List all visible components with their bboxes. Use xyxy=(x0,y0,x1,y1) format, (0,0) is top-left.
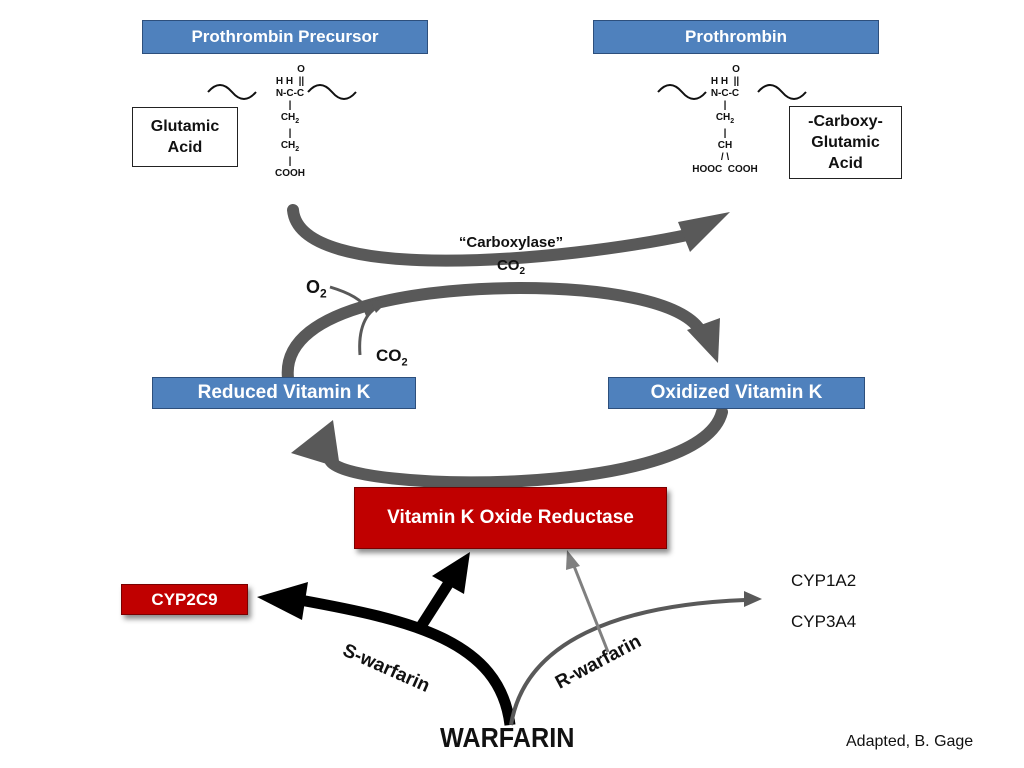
gla-ch2: CH2 xyxy=(683,112,767,128)
credit-label: Adapted, B. Gage xyxy=(846,733,974,750)
gla-bond-1: | xyxy=(723,100,727,111)
oxidized-vitamin-k-box: Oxidized Vitamin K xyxy=(608,377,865,409)
co2-mid-base: CO xyxy=(376,346,402,365)
glutamate-ch2-2-sub: 2 xyxy=(295,146,300,153)
gla-hh-line: H H || xyxy=(710,76,740,87)
chain-wave-right-2 xyxy=(757,84,807,100)
chain-wave-left-1 xyxy=(207,84,257,100)
warfarin-label: WARFARIN xyxy=(440,722,575,753)
prothrombin-label: Prothrombin xyxy=(685,27,787,46)
carboxylase-label: “Carboxylase” xyxy=(458,234,564,251)
vitamin-k-reduction-arrow-shaft xyxy=(324,406,728,489)
co2-top-sub: 2 xyxy=(519,266,526,277)
glutamate-ch2-2-base: CH xyxy=(280,140,296,151)
vitamin-k-reduction-arrowhead xyxy=(291,420,340,468)
r-warfarin-vkor-shaft xyxy=(572,565,610,653)
co2-top-base: CO xyxy=(496,257,520,274)
glutamate-bond-1: | xyxy=(288,100,292,111)
chain-wave-left-2 xyxy=(307,84,357,100)
s-warfarin-arrow-shaft xyxy=(299,594,516,726)
cyp3a4-label: CYP3A4 xyxy=(791,612,857,631)
gla-structure: O H H || N-C-C | CH2 | CH / \ HOOC COOH xyxy=(683,64,767,176)
s-warfarin-vkor-arrowhead xyxy=(432,552,470,594)
reduced-vitamin-k-label: Reduced Vitamin K xyxy=(197,382,371,403)
s-warfarin-arrowhead xyxy=(257,582,308,620)
glutamate-cooh: COOH xyxy=(275,168,305,179)
r-warfarin-arrowhead xyxy=(744,591,762,607)
oxidized-vitamin-k-label: Oxidized Vitamin K xyxy=(650,382,823,403)
glutamate-ch2-1: CH2 xyxy=(252,112,328,128)
vitamin-k-oxidation-arrowhead xyxy=(687,318,720,363)
gla-carbonyl-o: O xyxy=(732,64,740,75)
cyp1a2-label: CYP1A2 xyxy=(791,571,857,590)
co2-mid-label: CO2 xyxy=(376,346,408,368)
vitamin-k-oxidation-arrow-shaft xyxy=(281,281,706,384)
carboxylation-arrowhead xyxy=(678,212,730,252)
glutamic-acid-line-2: Acid xyxy=(167,139,203,156)
o2-sub: 2 xyxy=(320,286,327,301)
o2-base: O xyxy=(306,277,321,297)
prothrombin-precursor-label: Prothrombin Precursor xyxy=(191,27,379,46)
co2-out-arrowhead xyxy=(370,300,388,313)
glutamate-ch2-2: CH2 xyxy=(252,140,328,156)
gla-nc-line: N-C-C xyxy=(710,88,740,99)
cyp2c9-label: CYP2C9 xyxy=(151,589,218,609)
reduced-vitamin-k-box: Reduced Vitamin K xyxy=(152,377,416,409)
glutamate-carbonyl-o: O xyxy=(297,64,305,75)
carboxy-glutamic-acid-line-1: -Carboxy- xyxy=(808,113,883,130)
gla-fork: / \ xyxy=(720,152,730,163)
glutamate-bond-3: | xyxy=(288,156,292,167)
carboxy-glutamic-acid-box: -Carboxy- Glutamic Acid xyxy=(789,106,902,179)
carboxy-glutamic-acid-line-3: Acid xyxy=(828,155,863,172)
gla-ch: CH xyxy=(717,140,733,151)
carboxy-glutamic-acid-line-2: Glutamic xyxy=(811,134,880,151)
gla-hooc-cooh: HOOC COOH xyxy=(692,164,758,175)
gla-ch2-base: CH xyxy=(715,112,731,123)
glutamate-bond-2: | xyxy=(288,128,292,139)
prothrombin-box: Prothrombin xyxy=(593,20,879,54)
co2-mid-sub: 2 xyxy=(401,356,408,369)
glutamate-ch2-1-base: CH xyxy=(280,112,296,123)
prothrombin-precursor-box: Prothrombin Precursor xyxy=(142,20,428,54)
r-warfarin-arrow-shaft xyxy=(509,598,746,726)
gla-bond-2: | xyxy=(723,128,727,139)
vitamin-k-oxide-reductase-box: Vitamin K Oxide Reductase xyxy=(354,487,667,549)
carboxylation-arrow-shaft xyxy=(287,204,698,267)
glutamate-nc-line: N-C-C xyxy=(275,88,305,99)
vitamin-k-oxide-reductase-label: Vitamin K Oxide Reductase xyxy=(387,507,634,528)
r-warfarin-vkor-arrowhead xyxy=(566,550,580,570)
glutamic-acid-box: Glutamic Acid xyxy=(132,107,238,167)
glutamate-structure: O H H || N-C-C | CH2 | CH2 | COOH xyxy=(252,64,328,180)
chain-wave-right-1 xyxy=(657,84,707,100)
glutamate-hh-line: H H || xyxy=(275,76,305,87)
o2-label: O2 xyxy=(306,277,327,301)
cyp2c9-box: CYP2C9 xyxy=(121,584,248,615)
gla-ch2-sub: 2 xyxy=(730,118,735,125)
glutamate-ch2-1-sub: 2 xyxy=(295,118,300,125)
co2-top-label: CO2 xyxy=(440,257,582,277)
glutamic-acid-line-1: Glutamic xyxy=(150,118,220,135)
s-warfarin-vkor-shaft xyxy=(415,575,457,631)
